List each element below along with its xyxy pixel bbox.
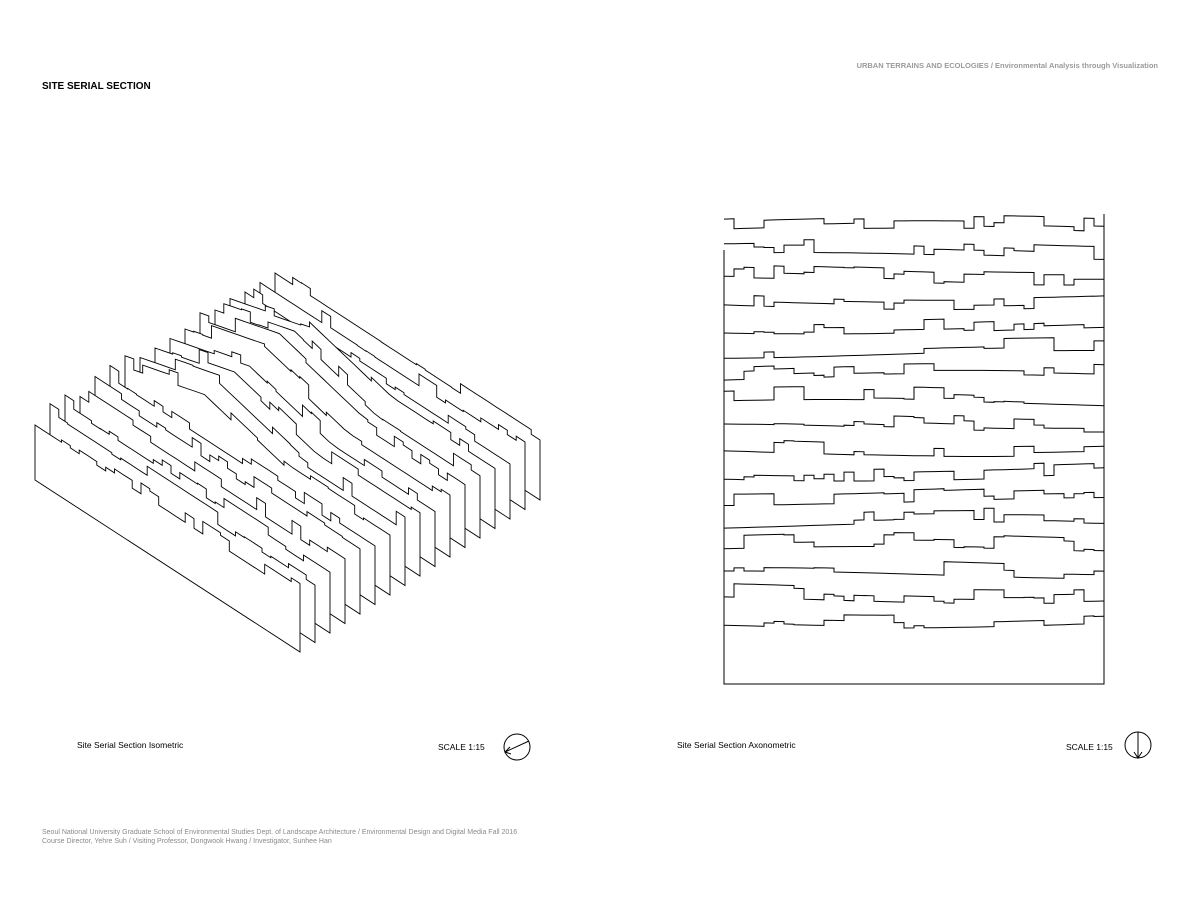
drawing-caption: Site Serial Section Isometric — [77, 740, 184, 750]
section-line — [723, 318, 1105, 335]
section-line — [723, 215, 1105, 232]
section-line — [723, 265, 1104, 286]
section-line — [723, 583, 1105, 604]
section-line — [723, 507, 1105, 529]
scale-label: SCALE 1:15 — [1066, 742, 1113, 752]
footer-credits: Seoul National University Graduate Schoo… — [42, 829, 518, 836]
section-line — [723, 239, 1105, 260]
section-line — [723, 363, 1105, 381]
section-panel — [34, 424, 301, 653]
series-title: URBAN TERRAINS AND ECOLOGIES / Environme… — [856, 61, 1158, 70]
axonometric-serial-section-drawing — [723, 214, 1105, 685]
section-line — [723, 295, 1105, 311]
section-line — [724, 488, 1105, 506]
section-line — [723, 440, 1105, 457]
drawing-caption: Site Serial Section Axonometric — [677, 740, 796, 750]
page-title: SITE SERIAL SECTION — [42, 81, 151, 92]
section-line — [723, 337, 1104, 359]
section-line — [723, 462, 1105, 482]
section-line — [724, 561, 1105, 579]
section-line — [723, 532, 1105, 552]
scale-label: SCALE 1:15 — [438, 742, 485, 752]
section-line — [723, 614, 1105, 629]
isometric-serial-section-drawing — [34, 272, 541, 653]
section-line — [723, 415, 1104, 433]
section-line — [723, 386, 1105, 407]
north-arrow-icon — [503, 733, 531, 761]
north-arrow-icon — [1124, 731, 1152, 759]
footer-credits: Course Director, Yehre Suh / Visiting Pr… — [42, 838, 332, 845]
section-frame — [723, 214, 1105, 685]
